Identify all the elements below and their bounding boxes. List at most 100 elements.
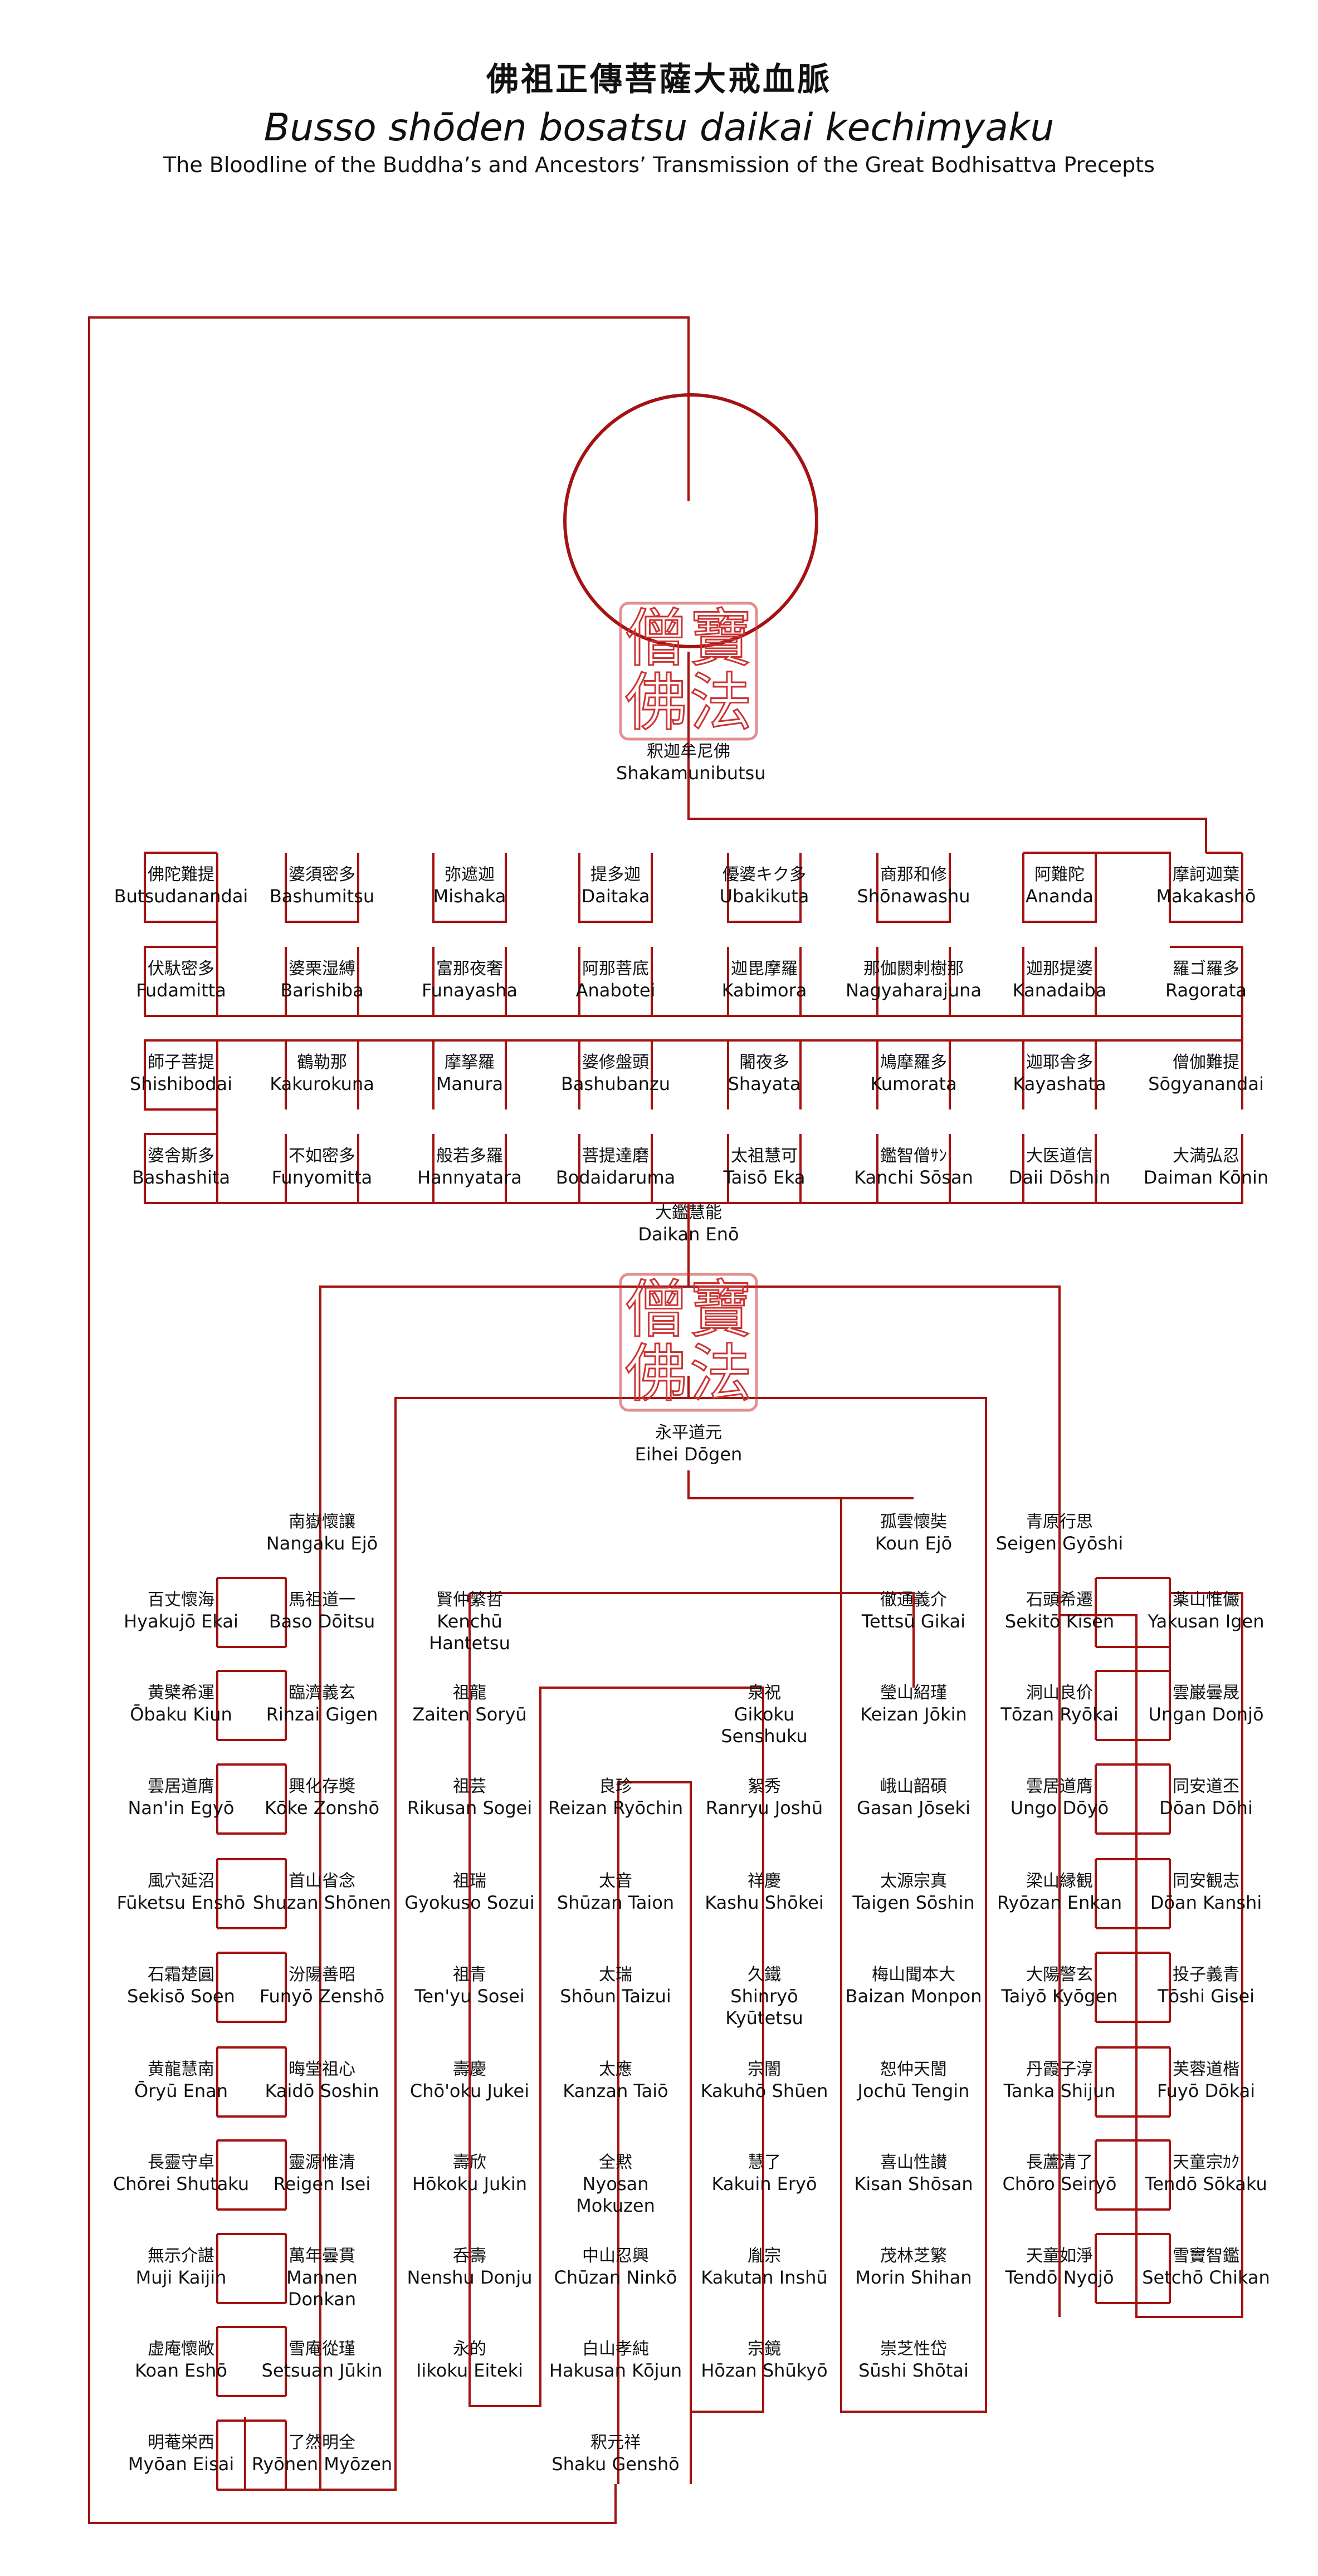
ancestor-romaji: Ryōnen Myōzen <box>251 2453 393 2475</box>
ancestor-kanji: 汾陽善昭 <box>289 1965 355 1984</box>
ancestor-romaji: Shuzan Shōnen <box>252 1891 392 1913</box>
ancestor-romaji: Jochū Tengin <box>857 2080 970 2101</box>
ancestor-romaji: Ananda <box>1026 885 1094 907</box>
lineage-line-2 <box>687 652 1207 853</box>
ancestor-romaji: Keizan Jōkin <box>860 1703 967 1725</box>
ancestor-kanji: 首山省念 <box>289 1871 355 1891</box>
ancestor-romaji: Daikan Enō <box>638 1223 739 1245</box>
lineage-line-64 <box>578 853 653 923</box>
lineage-line-75 <box>320 1376 690 2491</box>
lineage-line-80 <box>468 1593 764 2484</box>
ancestor-kanji: 迦耶舎多 <box>1026 1053 1093 1072</box>
ancestor-romaji: Baizan Monpon <box>845 1985 982 2007</box>
ancestor-kanji: 靈源惟清 <box>289 2153 355 2172</box>
ancestor-kanji: 壽慶 <box>453 2060 486 2079</box>
ancestor-kanji: 黄檗希運 <box>148 1683 214 1703</box>
lineage-line-60 <box>1023 852 1243 923</box>
ancestor-kanji: 菩提達磨 <box>582 1146 649 1166</box>
ancestor-kanji: 僧伽難提 <box>1173 1053 1239 1072</box>
ancestor-kanji: 釈元祥 <box>590 2433 641 2452</box>
ancestor-kanji: 青原行思 <box>1026 1512 1093 1532</box>
ancestor-romaji: Rinzai Gigen <box>266 1703 378 1725</box>
ancestor-romaji: Ōbaku Kiun <box>130 1703 232 1725</box>
ancestor-kanji: 興化存奬 <box>289 1777 355 1796</box>
ancestor-romaji: Manura <box>436 1073 504 1094</box>
ancestor-romaji: Bodaidaruma <box>555 1166 676 1188</box>
ancestor-kanji: 長靈守卓 <box>148 2153 214 2172</box>
ancestor-romaji: Myōan Eisai <box>128 2453 235 2475</box>
ancestor-kanji: 虚庵懷敞 <box>148 2339 214 2359</box>
ancestor-kanji: 雪庵從瑾 <box>289 2339 355 2359</box>
ancestor-romaji: Nyosan Mokuzen <box>576 2173 655 2216</box>
ancestor-kanji: 鑑智僧ｻﾝ <box>880 1146 947 1166</box>
ancestor-kanji: 弥遮迦 <box>445 865 495 884</box>
ancestor-romaji: Anabotei <box>575 979 656 1001</box>
ancestor-romaji: Morin Shihan <box>855 2266 972 2288</box>
ancestor-romaji: Koan Eshō <box>135 2359 227 2381</box>
ancestor-kanji: 提多迦 <box>590 865 641 884</box>
ancestor-kanji: 賢仲繁哲 <box>436 1590 503 1610</box>
ancestor-romaji: Gyokuso Sozui <box>404 1891 535 1913</box>
ancestor-kanji: 白山孝純 <box>582 2339 649 2359</box>
ancestor-romaji: Ranryu Joshū <box>705 1797 823 1819</box>
ancestor-romaji: Ubakikuta <box>719 885 809 907</box>
ancestor-romaji: Fuyō Dōkai <box>1156 2080 1256 2101</box>
ancestor-kanji: 南嶽懷讓 <box>289 1512 355 1532</box>
ancestor-romaji: Kanzan Taiō <box>563 2080 668 2101</box>
ancestor-kanji: 婆須密多 <box>289 865 355 884</box>
svg-text:佛: 佛 <box>625 667 687 739</box>
ancestor-romaji: Daiman Kōnin <box>1143 1166 1269 1188</box>
ancestor-kanji: 師子菩提 <box>148 1053 214 1072</box>
ancestor-kanji: 慧了 <box>748 2153 781 2172</box>
lineage-line-66 <box>876 853 951 923</box>
ancestor-romaji: Sōgyanandai <box>1148 1073 1264 1094</box>
ancestor-kanji: 太祖慧可 <box>731 1146 798 1166</box>
ancestor-romaji: Shōun Taizui <box>560 1985 671 2007</box>
ancestor-romaji: Gikoku Senshuku <box>721 1703 808 1747</box>
ancestor-kanji: 中山忍興 <box>582 2246 649 2266</box>
ancestor-kanji: 永的 <box>453 2339 486 2359</box>
ancestor-kanji: 太瑞 <box>599 1965 632 1984</box>
ancestor-kanji: 梁山縁観 <box>1026 1871 1093 1891</box>
ancestor-kanji: 迦毘摩羅 <box>731 959 798 979</box>
ancestor-kanji: 婆栗湿縛 <box>289 959 355 979</box>
ancestor-kanji: 馬祖道一 <box>289 1590 355 1610</box>
ancestor-kanji: 太音 <box>599 1871 632 1891</box>
ancestor-kanji: 壽欣 <box>453 2153 486 2172</box>
svg-text:法: 法 <box>690 1338 752 1410</box>
